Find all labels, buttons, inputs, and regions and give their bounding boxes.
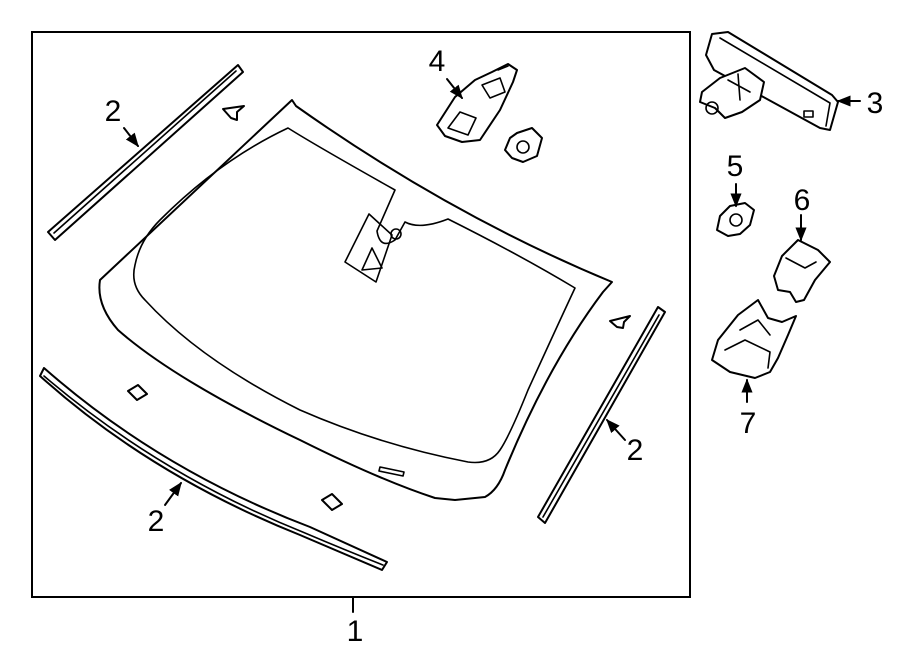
molding-upper-left — [47, 64, 244, 241]
callout-1: 1 — [347, 615, 364, 648]
leader-2-right — [606, 418, 626, 441]
leader-2-upper-left — [123, 127, 139, 148]
rearview-mirror — [699, 31, 839, 131]
retaining-clip — [716, 202, 755, 237]
callout-5: 5 — [727, 150, 744, 183]
callout-2-lower: 2 — [148, 505, 165, 538]
callout-4: 4 — [429, 45, 446, 78]
callout-2-upper-left: 2 — [105, 95, 122, 128]
clip-right — [609, 315, 631, 329]
diagram-frame — [31, 31, 691, 598]
sensor-cover — [436, 63, 518, 143]
windshield — [98, 99, 613, 501]
lower-cover — [711, 299, 797, 379]
leader-2-lower — [164, 481, 182, 506]
clip-bottom — [321, 493, 343, 511]
callout-7: 7 — [740, 407, 757, 440]
molding-right — [537, 306, 666, 524]
callout-3: 3 — [867, 87, 884, 120]
upper-cover — [773, 239, 831, 303]
callout-6: 6 — [794, 184, 811, 217]
clip-left-lower — [127, 384, 148, 401]
clip-upper-left — [222, 105, 245, 121]
molding-lower — [39, 367, 388, 571]
sensor-bracket — [504, 127, 543, 163]
leader-4 — [446, 78, 463, 100]
callout-2-right: 2 — [627, 434, 644, 467]
